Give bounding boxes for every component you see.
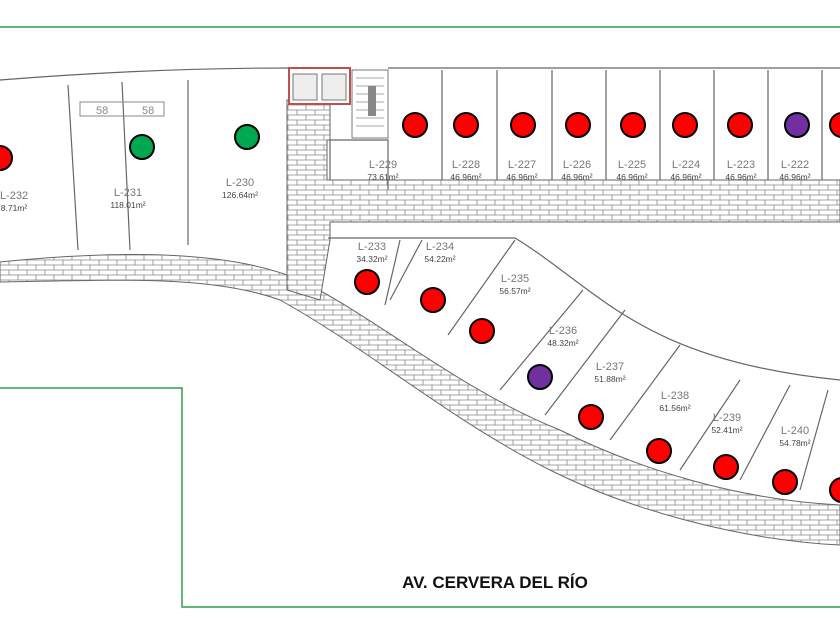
unit-area: 56.57m² bbox=[499, 286, 530, 296]
unit-area: 46.96m² bbox=[725, 172, 756, 182]
parking-number: 58 bbox=[142, 105, 154, 117]
status-dot-partial[interactable] bbox=[829, 477, 840, 503]
status-dot-sold[interactable] bbox=[453, 112, 479, 138]
unit-area: 46.96m² bbox=[779, 172, 810, 182]
unit-label: L-226 bbox=[563, 159, 591, 171]
unit-label: L-223 bbox=[727, 159, 755, 171]
unit-area: 8.71m² bbox=[1, 203, 28, 213]
unit-label: L-238 bbox=[661, 390, 689, 402]
status-dot-sold[interactable] bbox=[672, 112, 698, 138]
status-dot-sold[interactable] bbox=[565, 112, 591, 138]
status-dot-sold[interactable] bbox=[469, 318, 495, 344]
status-dot-sold[interactable] bbox=[713, 454, 739, 480]
elevator-core bbox=[288, 67, 389, 139]
unit-label: L-237 bbox=[596, 361, 624, 373]
unit-label: L-234 bbox=[426, 241, 454, 253]
status-dot-sold[interactable] bbox=[420, 287, 446, 313]
unit-area: 34.32m² bbox=[356, 254, 387, 264]
unit-area: 118.01m² bbox=[110, 200, 145, 210]
unit-area: 52.41m² bbox=[711, 425, 742, 435]
unit-label: L-229 bbox=[369, 159, 397, 171]
status-dot-reserved[interactable] bbox=[784, 112, 810, 138]
status-dot-sold[interactable] bbox=[646, 438, 672, 464]
unit-label: L-224 bbox=[672, 159, 700, 171]
unit-label: L-235 bbox=[501, 273, 529, 285]
unit-label: L-227 bbox=[508, 159, 536, 171]
status-dot-sold[interactable] bbox=[510, 112, 536, 138]
unit-area: 54.78m² bbox=[779, 438, 810, 448]
street-name: AV. CERVERA DEL RÍO bbox=[402, 573, 588, 592]
status-dot-available[interactable] bbox=[234, 124, 260, 150]
status-dot-available[interactable] bbox=[129, 134, 155, 160]
unit-label: L-239 bbox=[713, 412, 741, 424]
status-dot-reserved[interactable] bbox=[527, 364, 553, 390]
unit-label: L-230 bbox=[226, 177, 254, 189]
unit-area: 46.96m² bbox=[450, 172, 481, 182]
status-dot-sold[interactable] bbox=[0, 145, 13, 171]
parking-number: 58 bbox=[96, 105, 108, 117]
building-walls bbox=[0, 67, 840, 491]
unit-area: 46.96m² bbox=[616, 172, 647, 182]
unit-label: L-236 bbox=[549, 325, 577, 337]
unit-area: 46.96m² bbox=[561, 172, 592, 182]
status-dot-sold[interactable] bbox=[354, 269, 380, 295]
unit-label: L-228 bbox=[452, 159, 480, 171]
status-dot-sold[interactable] bbox=[772, 469, 798, 495]
unit-label: L-240 bbox=[781, 425, 809, 437]
status-dot-sold[interactable] bbox=[620, 112, 646, 138]
status-dot-sold[interactable] bbox=[578, 404, 604, 430]
unit-area: 46.96m² bbox=[506, 172, 537, 182]
unit-area: 48.32m² bbox=[547, 338, 578, 348]
walkway-left-curve bbox=[0, 254, 840, 546]
unit-area: 126.64m² bbox=[222, 190, 258, 200]
unit-label: L-231 bbox=[114, 187, 142, 199]
unit-label: L-232 bbox=[0, 190, 28, 202]
site-boundary bbox=[0, 26, 840, 608]
status-dot-sold[interactable] bbox=[402, 112, 428, 138]
unit-label: L-225 bbox=[618, 159, 646, 171]
unit-label: L-233 bbox=[358, 241, 386, 253]
status-dot-sold[interactable] bbox=[727, 112, 753, 138]
unit-area: 61.56m² bbox=[659, 403, 690, 413]
parking-spaces: 58 58 bbox=[79, 101, 165, 117]
unit-area: 46.96m² bbox=[670, 172, 701, 182]
unit-area: 54.22m² bbox=[424, 254, 455, 264]
unit-area: 73.61m² bbox=[367, 172, 398, 182]
unit-label: L-222 bbox=[781, 159, 809, 171]
unit-area: 51.88m² bbox=[594, 374, 625, 384]
status-dot-partial[interactable] bbox=[829, 112, 840, 138]
walkway-core bbox=[286, 99, 840, 301]
